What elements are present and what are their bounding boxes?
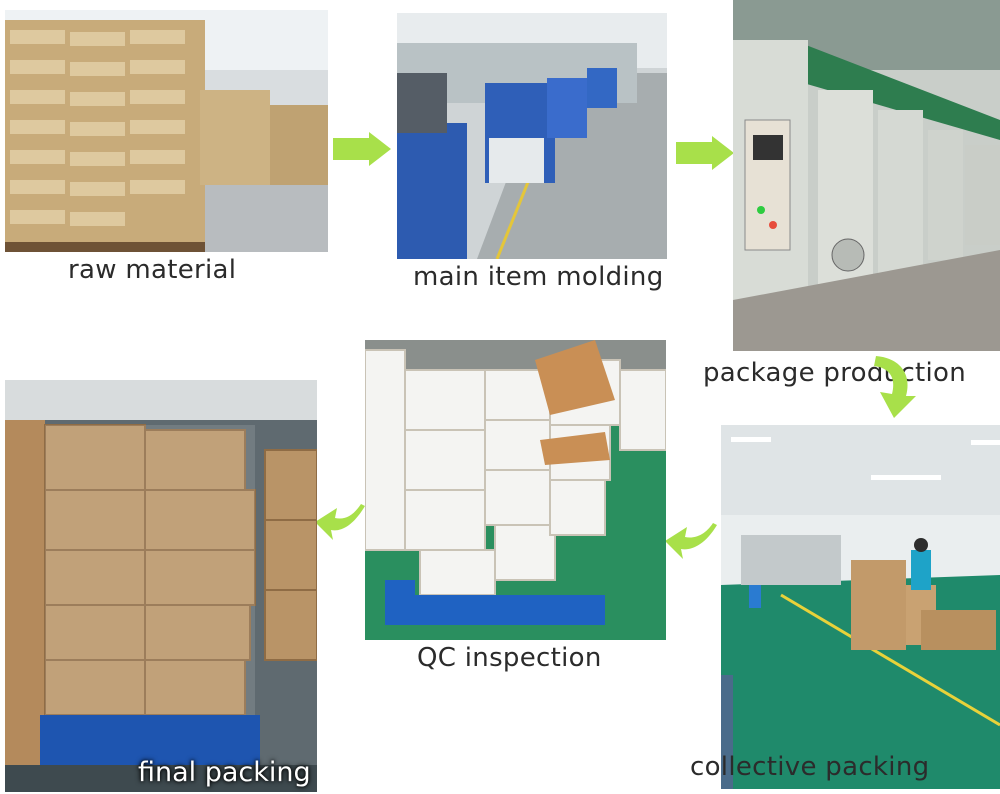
arrow-curved-down-icon — [874, 356, 916, 418]
photo-package-production — [733, 0, 1000, 351]
arrow-curved-left-icon — [315, 504, 365, 540]
photo-qc-inspection — [365, 340, 666, 640]
photo-main-item-molding — [397, 13, 667, 259]
step-label-main-item-molding: main item molding — [413, 262, 664, 292]
step-label-package-production: package production — [703, 358, 967, 388]
photo-collective-packing — [721, 425, 1000, 789]
photo-raw-material — [5, 10, 328, 252]
step-label-collective-packing: collective packing — [690, 752, 930, 782]
arrow-right-icon — [333, 132, 391, 166]
step-label-final-packing: final packing — [138, 757, 311, 788]
arrow-curved-left-icon — [665, 523, 717, 559]
arrow-right-icon — [676, 136, 734, 170]
step-label-qc-inspection: QC inspection — [417, 643, 602, 673]
photo-final-packing — [5, 380, 317, 792]
step-label-raw-material: raw material — [68, 255, 237, 285]
